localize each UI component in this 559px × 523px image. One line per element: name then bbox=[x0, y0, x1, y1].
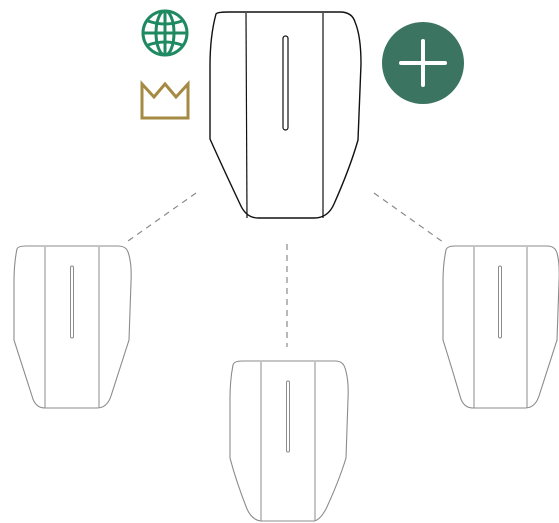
secondary-charger-bottom bbox=[230, 361, 348, 521]
primary-charger bbox=[210, 12, 361, 218]
secondary-charger-left bbox=[14, 246, 131, 408]
secondary-charger-left-status-slot bbox=[71, 266, 74, 338]
crown-icon bbox=[142, 84, 188, 118]
secondary-charger-right bbox=[443, 246, 559, 408]
primary-charger-status-slot bbox=[283, 36, 288, 130]
globe-icon bbox=[143, 11, 187, 55]
secondary-charger-bottom-status-slot bbox=[287, 381, 290, 452]
add-button[interactable] bbox=[382, 22, 464, 104]
connector-left bbox=[128, 193, 196, 241]
secondary-charger-right-status-slot bbox=[499, 266, 502, 338]
connector-right bbox=[374, 193, 443, 242]
